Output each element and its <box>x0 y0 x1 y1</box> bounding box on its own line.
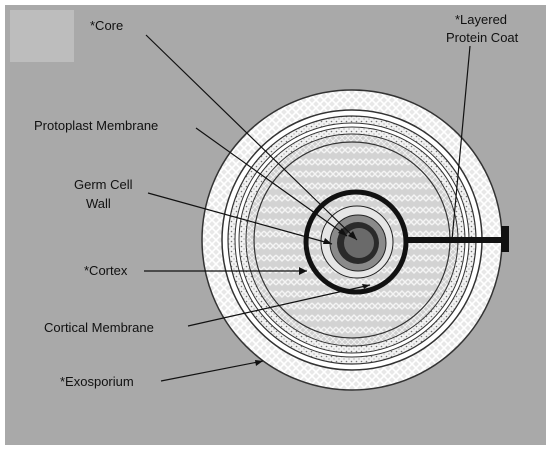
label-cortex: *Cortex <box>84 263 128 278</box>
label-germ-cell-wall-line1: Germ Cell <box>74 177 133 192</box>
label-protoplast-membrane: Protoplast Membrane <box>34 118 158 133</box>
label-protein-coat-line2: Protein Coat <box>446 30 519 45</box>
label-exosporium: *Exosporium <box>60 374 134 389</box>
label-core: *Core <box>90 18 123 33</box>
label-protein-coat-line1: *Layered <box>455 12 507 27</box>
label-cortical-membrane: Cortical Membrane <box>44 320 154 335</box>
corner-patch <box>10 10 74 62</box>
label-germ-cell-wall-line2: Wall <box>86 196 111 211</box>
appendage-cap <box>501 226 509 252</box>
appendage-bar <box>404 237 504 243</box>
